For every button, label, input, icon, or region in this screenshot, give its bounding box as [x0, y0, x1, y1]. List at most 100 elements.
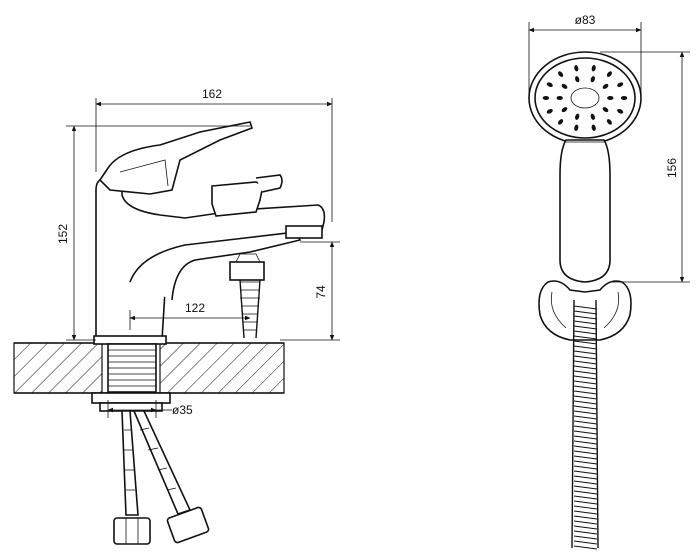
nozzle-pattern	[542, 65, 628, 131]
hose-ring	[573, 505, 598, 510]
nozzle	[546, 82, 553, 87]
hose-ring	[573, 355, 598, 360]
hose-ring	[573, 320, 598, 325]
nozzle	[607, 96, 614, 100]
hose-ring	[573, 385, 598, 390]
hose-ring	[573, 480, 598, 485]
hose-ring	[573, 430, 598, 435]
dim-label-122: 122	[185, 301, 205, 315]
hose-ring	[573, 365, 598, 370]
hose-ring	[573, 485, 598, 490]
nozzle	[606, 119, 612, 125]
nozzle	[558, 71, 564, 77]
nozzle	[546, 109, 553, 114]
hose-ring	[573, 370, 598, 375]
hose-ring	[573, 420, 598, 425]
shower-head	[528, 51, 642, 145]
hose-ring	[573, 520, 598, 525]
hose-ring	[573, 450, 598, 455]
hose-ring	[573, 325, 598, 330]
flexible-hoses	[113, 410, 210, 545]
hose-ring	[573, 415, 598, 420]
hose-coil	[239, 279, 261, 339]
hose-ring	[573, 510, 598, 515]
hose-ring	[573, 375, 598, 380]
nozzle	[591, 124, 596, 131]
hose-ring	[573, 425, 598, 430]
nozzle	[602, 83, 609, 89]
hose-ring	[573, 460, 598, 465]
hose-ring	[573, 440, 598, 445]
hose-ring	[573, 335, 598, 340]
dim-label-162: 162	[202, 87, 222, 101]
hose-ring	[573, 410, 598, 415]
hose-ring	[573, 495, 598, 500]
nozzle	[591, 65, 596, 72]
dim-label-156: 156	[665, 158, 679, 178]
dimension-handshower-diameter: ø83	[528, 13, 642, 98]
hose-ring	[573, 535, 598, 540]
threaded-shank	[91, 343, 171, 412]
nozzle	[620, 96, 628, 100]
nozzle	[617, 109, 624, 114]
dim-label-83: ø83	[575, 13, 596, 27]
dimension-height-total: 152	[56, 125, 250, 341]
hose-ring	[573, 515, 598, 520]
hose-ring	[573, 475, 598, 480]
shower-handle	[559, 139, 611, 283]
dim-label-35: ø35	[172, 403, 193, 417]
hose-ring	[573, 380, 598, 385]
hose-ring	[573, 525, 598, 530]
nozzle	[542, 96, 550, 100]
dimension-outlet-height: 74	[280, 241, 340, 341]
nozzle	[575, 113, 580, 120]
hose-ring	[573, 305, 598, 310]
hose-ring	[573, 340, 598, 345]
hose-ring	[573, 405, 598, 410]
dim-label-74: 74	[314, 285, 328, 299]
dimension-width-total: 162	[95, 87, 333, 222]
nozzle	[590, 113, 595, 120]
hose-ring	[573, 360, 598, 365]
hose-ring	[573, 490, 598, 495]
hose-ring	[573, 530, 598, 535]
hose-ring	[573, 330, 598, 335]
hose-ring	[573, 500, 598, 505]
nozzle	[558, 119, 564, 125]
hose-ring	[573, 545, 598, 550]
hose-ring	[573, 400, 598, 405]
nozzle	[574, 124, 579, 131]
nozzle	[574, 65, 579, 72]
hose-ring	[573, 390, 598, 395]
dimension-hole-diameter: ø35	[107, 400, 193, 418]
hose-ring	[573, 465, 598, 470]
nozzle	[561, 83, 568, 89]
hose-ring	[573, 470, 598, 475]
nozzle	[590, 76, 595, 83]
handshower-view: ø83 156	[528, 13, 690, 550]
shower-holder	[538, 280, 632, 341]
hose-ring	[573, 540, 598, 545]
nozzle	[606, 71, 612, 77]
dimension-spout-reach: 122	[129, 301, 251, 330]
faucet-body	[93, 121, 326, 345]
nozzle	[602, 107, 609, 113]
dimension-handshower-length: 156	[600, 51, 690, 283]
nozzle	[556, 96, 563, 100]
hose-ring	[573, 310, 598, 315]
shower-hose	[571, 299, 599, 550]
hose-ring	[573, 435, 598, 440]
faucet-view: 162 152 122 74 ø35	[13, 87, 340, 545]
nozzle	[617, 82, 624, 87]
hose-ring	[573, 395, 598, 400]
hose-rings	[573, 305, 598, 550]
nozzle	[561, 107, 568, 113]
hose-ring	[573, 315, 598, 320]
hose-ring	[573, 455, 598, 460]
nozzle	[575, 76, 580, 83]
dim-label-152: 152	[56, 224, 70, 244]
hose-ring	[573, 445, 598, 450]
hose-ring	[573, 345, 598, 350]
hose-ring	[573, 350, 598, 355]
